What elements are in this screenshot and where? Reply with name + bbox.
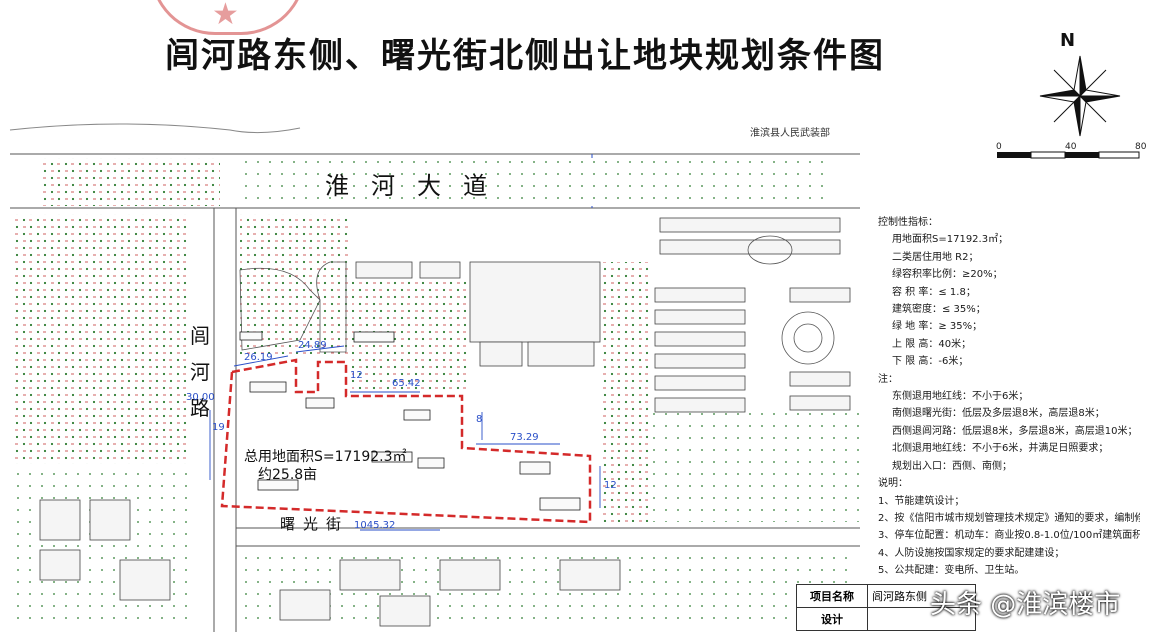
dimension-label: 30.00: [186, 392, 215, 403]
note-line: 绿容积率比例：≥20%；: [892, 269, 1003, 281]
site-boundary: [220, 358, 592, 524]
north-label: N: [1060, 30, 1076, 51]
note-line: 规划出入口：西侧、南侧；: [892, 460, 1012, 472]
note-line: 1、节能建筑设计；: [878, 495, 965, 507]
dimension-label: 19: [212, 422, 225, 433]
dimension-label: 24.89: [298, 340, 327, 351]
note-line: 上 限 高：40米；: [892, 338, 972, 350]
street-label-huaihe: 淮河大道: [325, 172, 509, 200]
design-label: 设计: [796, 607, 868, 631]
irregular-plots: [239, 261, 347, 353]
note-line: 用地面积S=17192.3㎡；: [892, 234, 1009, 246]
site-mu-text: 约25.8亩: [258, 467, 318, 483]
note-line: 注：: [878, 373, 898, 385]
dimension-label: 65.42: [392, 378, 421, 389]
note-line: 西侧退闾河路：低层退8米，多层退8米，高层退10米；: [892, 425, 1138, 437]
note-line: 说明：: [878, 478, 908, 490]
note-line: 下 限 高：-6米；: [892, 356, 969, 368]
stamp-star-icon: ★: [212, 0, 239, 32]
street-label-shuguang: 曙光街: [280, 515, 350, 533]
dimension-lines: [209, 345, 601, 531]
compass-rose-icon: [1039, 55, 1121, 137]
dimension-label: 12: [604, 480, 617, 491]
note-line: 容 积 率：≤ 1.8；: [892, 286, 976, 298]
scale-bar: [997, 151, 1140, 159]
project-name-value: 闾河路东侧: [867, 584, 976, 608]
dimension-label: 12: [350, 370, 363, 381]
roundabout: [747, 235, 835, 365]
map-title: 闾河路东侧、曙光街北侧出让地块规划条件图: [165, 36, 885, 76]
top-right-label: 淮滨县人民武装部: [750, 128, 830, 139]
site-area-text: 总用地面积S=17192.3㎡: [244, 449, 407, 465]
note-line: 东侧退用地红线：不小于6米；: [892, 391, 1029, 403]
note-line: 北侧退用地红线：不小于6米，并满足日照要求；: [892, 443, 1109, 455]
planned-buildings: [239, 331, 581, 511]
note-line: 绿 地 率：≥ 35%；: [892, 321, 983, 333]
note-line: 4、人防设施按国家规定的要求配建建设；: [878, 547, 1065, 559]
note-line: 二类居住用地 R2；: [892, 251, 979, 263]
dimension-label: 73.29: [510, 432, 539, 443]
dimension-label: 1045.32: [354, 520, 396, 531]
existing-buildings: [39, 217, 851, 627]
dimension-label: 26.19: [244, 352, 273, 363]
note-line: 5、公共配建：变电所、卫生站。: [878, 565, 1025, 577]
scale-label-end: 80: [1135, 142, 1147, 152]
note-line: 2、按《信阳市城市规划管理技术规定》通知的要求，编制修建性详细规划；: [878, 512, 1140, 524]
street-label-yanhe: 闾河路: [190, 324, 210, 420]
project-name-label: 项目名称: [796, 584, 868, 608]
scale-label-start: 0: [996, 142, 1002, 152]
watermark-text: 头条 @淮滨楼市: [930, 590, 1121, 620]
design-value: [867, 607, 976, 631]
note-line: 南侧退曙光街：低层及多层退8米，高层退8米；: [892, 408, 1105, 420]
planning-conditions-notes: 控制性指标： 用地面积S=17192.3㎡； 二类居住用地 R2； 绿容积率比例：≥2…: [878, 214, 1140, 580]
note-line: 控制性指标：: [878, 217, 938, 228]
note-line: 3、停车位配置：机动车：商业按0.8-1.0位/100㎡建筑面积配置，住宅130…: [878, 530, 1140, 542]
note-line: 建筑密度：≤ 35%；: [892, 304, 986, 316]
dimension-label: 8: [476, 414, 483, 425]
scale-label-mid: 40: [1065, 142, 1077, 152]
title-block: 项目名称 闾河路东侧 设计: [796, 584, 976, 631]
